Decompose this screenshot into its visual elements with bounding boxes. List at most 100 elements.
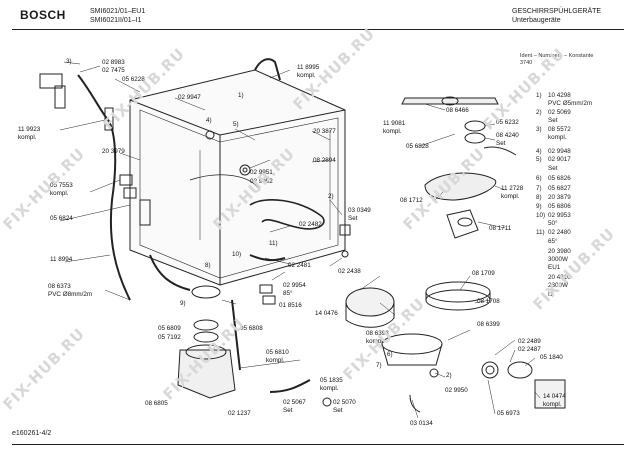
callout-8: 8) (205, 262, 211, 269)
callout-2b: 2) (446, 372, 452, 379)
appliance-category: GESCHIRRSPÜHLGERÄTE (512, 8, 602, 15)
part-label: 02 1237 (228, 410, 251, 417)
legend-part-number: 20 3879 (548, 194, 571, 201)
callout-3: 3) (66, 58, 72, 65)
hoses (77, 58, 311, 393)
part-label: 03 0349 (348, 207, 371, 214)
legend-part-number: 05 6827 (548, 185, 571, 192)
part-label: 08 4240 (496, 132, 519, 139)
part-label: 11 9081 (383, 120, 406, 127)
part-label: kompl. (18, 134, 37, 141)
callout-10: 10) (232, 251, 242, 258)
part-label: kompl. (543, 401, 562, 408)
circulation-pump (345, 287, 443, 366)
part-label: 08 6466 (446, 107, 469, 114)
part-label: Set (283, 407, 293, 414)
legend-part-number: 2300W (548, 282, 568, 289)
part-label: 11 2728 (501, 185, 524, 192)
part-label: kompl. (320, 385, 339, 392)
drawing-code: e160261-4/2 (12, 430, 52, 437)
part-label: 02 5067 (283, 399, 306, 406)
legend-part-number: 02 2480 (548, 229, 571, 236)
part-label: kompl. (266, 357, 285, 364)
legend-part-number: 3000W (548, 256, 568, 263)
legend-ref: 10) (536, 212, 546, 219)
legend-part-number: 65° (548, 238, 558, 245)
legend-part-number: 02 9017 (548, 156, 571, 163)
part-label: kompl. (50, 190, 69, 197)
part-label: 11 8995 (297, 64, 320, 71)
brand-logo: BOSCH (20, 8, 66, 22)
callout-5: 5) (233, 121, 239, 128)
part-label: 05 6232 (496, 119, 519, 126)
part-label: 20 3979 (102, 148, 125, 155)
part-label: kompl. (366, 338, 385, 345)
part-label: 05 6809 (158, 325, 181, 332)
legend-part-number: 08 5572 (548, 126, 571, 133)
legend-part-number: 50° (548, 220, 558, 227)
part-label: 05 7192 (158, 334, 181, 341)
part-label: 11 9923 (18, 126, 41, 133)
legend-part-number: 20 4210 (548, 274, 571, 281)
part-label: 02 9954 (283, 282, 306, 289)
part-label: 02 9947 (178, 94, 201, 101)
part-label: 02 7475 (102, 67, 125, 74)
callout-11: 11) (269, 240, 278, 247)
part-label: 02 2481 (288, 262, 311, 269)
part-label: 05 6808 (240, 325, 263, 332)
footer-rule (12, 444, 624, 445)
part-label: 08 1711 (489, 225, 512, 232)
legend-part-number: 10 4298 (548, 92, 571, 99)
part-label: 05 6973 (497, 410, 520, 417)
ident-value: 3740 (520, 60, 533, 66)
callout-9: 9) (180, 300, 186, 307)
legend-ref: 5) (536, 156, 542, 163)
drain-pump (481, 361, 566, 409)
part-label: 05 6828 (406, 143, 429, 150)
legend-ref: 3) (536, 126, 542, 133)
part-label: 05 1835 (320, 377, 343, 384)
part-label: 11 8994 (50, 256, 73, 263)
part-label: 08 1709 (472, 270, 495, 277)
callout-7: 7) (376, 362, 382, 369)
legend-part-number: Set (548, 117, 558, 124)
legend-ref: 4) (536, 148, 542, 155)
legend-part-number: kompl. (548, 134, 567, 141)
part-label: 02 2438 (338, 268, 361, 275)
part-label: Set (333, 407, 343, 414)
part-label: 02 2482 (299, 221, 322, 228)
part-label: 05 6228 (122, 76, 145, 83)
fittings (205, 130, 439, 413)
part-label: 03 0134 (410, 420, 433, 427)
legend-part-number: 02 9948 (548, 148, 571, 155)
part-label: 14 0474 (543, 393, 566, 400)
part-label: 02 9950 (445, 387, 468, 394)
appliance-subcategory: Unterbaugeräte (512, 17, 561, 24)
lower-spray-arm (424, 172, 497, 239)
legend-part-number: 02 9953 (548, 212, 571, 219)
part-label: 05 1840 (540, 354, 563, 361)
part-label: 20 3877 (313, 128, 336, 135)
part-label: kompl. (297, 72, 316, 79)
tub-outline (129, 69, 346, 286)
part-label: 01 8516 (279, 302, 302, 309)
part-label: 02 8983 (102, 59, 125, 66)
part-label: kompl. (383, 128, 402, 135)
part-label: 08 6805 (145, 400, 168, 407)
callout-4: 4) (206, 117, 212, 124)
filter-rings (425, 281, 491, 311)
part-label: 85° (283, 290, 293, 297)
legend-ref: 7) (536, 185, 542, 192)
part-label: 02 5070 (333, 399, 356, 406)
part-label: 08 1708 (477, 298, 500, 305)
legend-part-number: PVC Ø5mm/2m (548, 100, 593, 107)
part-label: 05 7553 (50, 182, 73, 189)
part-label: 05 6824 (50, 215, 73, 222)
part-label: 08 6399 (477, 321, 500, 328)
part-label: PVC Ø8mm/2m (48, 291, 93, 298)
legend-ref: 11) (536, 229, 545, 236)
ident-label: Ident – Nummern – Konstante (520, 53, 594, 59)
legend-ref: 8) (536, 194, 542, 201)
sump-assembly (177, 285, 236, 399)
